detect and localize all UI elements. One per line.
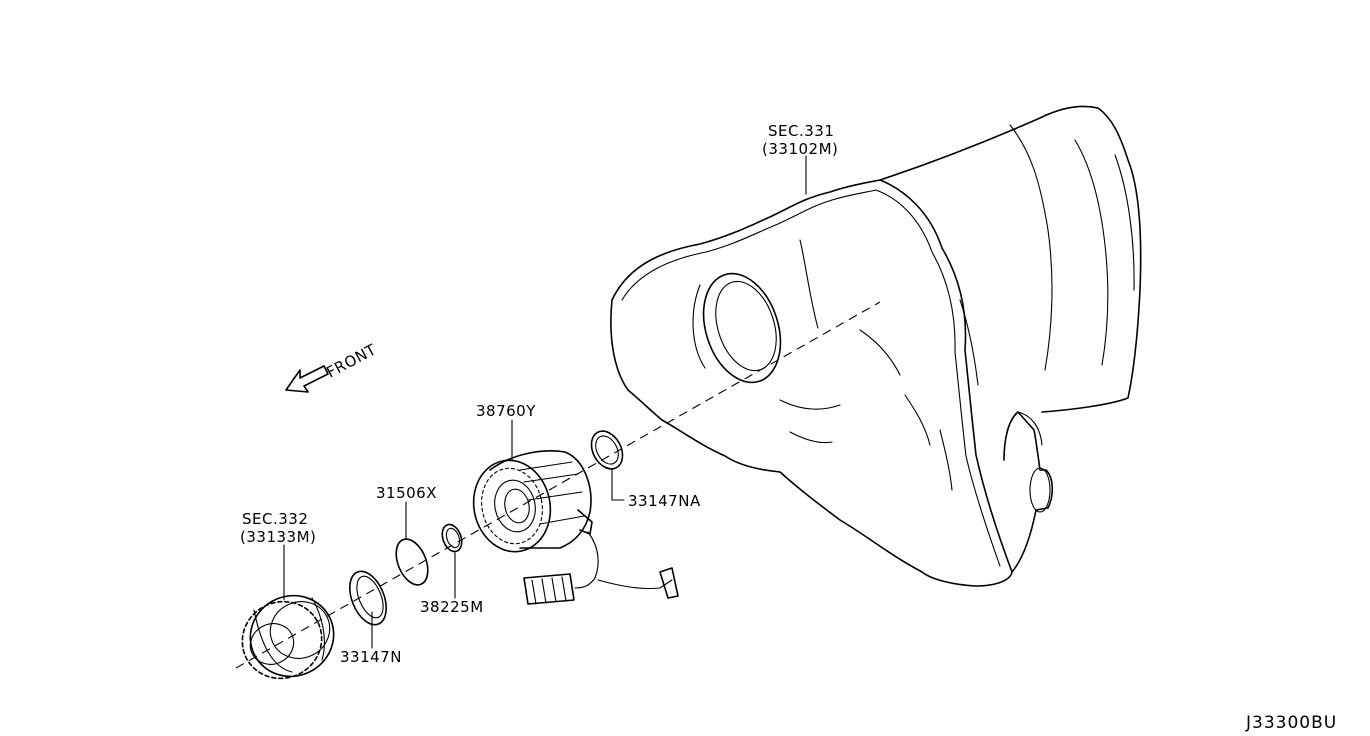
front-direction-label: FRONT xyxy=(323,340,379,381)
transfer-case-housing xyxy=(610,105,1142,587)
snap-ring-38225m xyxy=(441,523,463,553)
clutch-actuator-38760y xyxy=(472,450,679,605)
assembly-axis-line xyxy=(235,301,881,669)
callout-sec331-line1: SEC.331 xyxy=(768,122,834,140)
diagram-code: J33300BU xyxy=(1245,713,1337,733)
callout-sec332-line1: SEC.332 xyxy=(242,510,308,528)
callout-sec332-line2: (33133M) xyxy=(240,528,316,546)
oil-seal-33147n xyxy=(349,570,387,626)
oil-seal-33147na xyxy=(590,430,624,470)
callout-31506x: 31506X xyxy=(376,484,437,502)
callout-33147n: 33147N xyxy=(340,648,402,666)
callout-38760y: 38760Y xyxy=(476,402,536,420)
leader-lines xyxy=(283,155,807,649)
callout-33147na: 33147NA xyxy=(628,492,701,510)
callout-38225m: 38225M xyxy=(420,598,484,616)
drive-sprocket xyxy=(241,594,335,680)
o-ring-31506x xyxy=(395,538,429,586)
callout-sec331-line2: (33102M) xyxy=(762,140,838,158)
front-direction-arrow xyxy=(285,365,329,393)
